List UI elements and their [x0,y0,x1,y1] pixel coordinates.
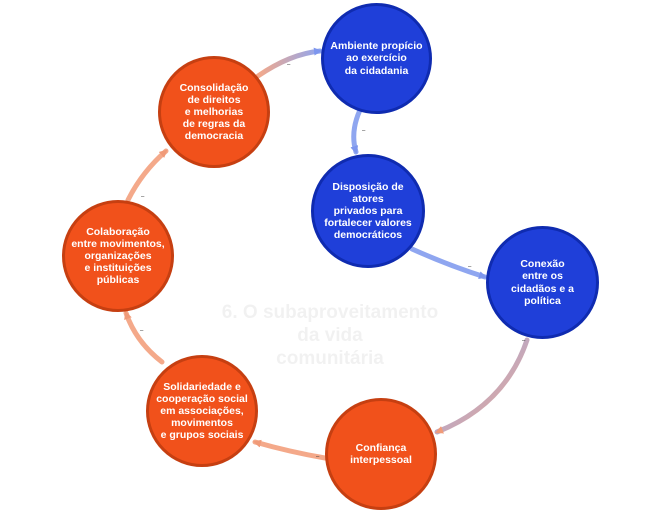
node-disposicao-label: Disposição de atores privados para forta… [324,180,412,242]
arrow-label: – [316,454,320,460]
arrow-conexao-to-confianca [434,337,530,435]
arrows-layer: – – – – – – – [123,47,530,461]
arrow-label: – [362,128,366,134]
arrow-label: – [141,194,145,200]
node-disposicao: Disposição de atores privados para forta… [311,154,425,268]
node-solidariedade: Solidariedade e cooperação social em ass… [146,355,258,467]
arrow-disposicao-to-conexao [409,246,488,280]
node-confianca: Confiança interpessoal [325,398,437,510]
node-confianca-label: Confiança interpessoal [350,441,412,466]
cycle-diagram: – – – – – – – 6. O subaproveitamento da vida c… [62,3,599,510]
arrow-label: – [287,62,291,68]
arrow-consolidacao-to-ambiente [255,47,323,79]
node-colaboracao-label: Colaboração entre movimentos, organizaçõ… [71,225,165,287]
watermark-text: 6. O subaproveitamento da vida comunitár… [221,302,439,369]
arrow-label: – [468,264,472,270]
node-consolidacao-label: Consolidação de direitos e melhorias de … [179,81,249,143]
arrow-solidariedade-to-colaboracao [123,310,165,365]
node-solidariedade-label: Solidariedade e cooperação social em ass… [156,380,248,442]
node-ambiente: Ambiente propício ao exercício da cidada… [321,3,432,114]
arrow-colaboracao-to-consolidacao [125,148,169,203]
node-consolidacao: Consolidação de direitos e melhorias de … [158,56,270,168]
arrow-label: – [522,338,526,344]
arrow-confianca-to-solidariedade [252,439,328,461]
node-ambiente-label: Ambiente propício ao exercício da cidada… [330,40,423,77]
arrow-ambiente-to-disposicao [350,107,363,155]
node-conexao-label: Conexão entre os cidadãos e a política [510,258,575,307]
arrow-label: – [140,328,144,334]
node-conexao: Conexão entre os cidadãos e a política [486,226,599,339]
node-colaboracao: Colaboração entre movimentos, organizaçõ… [62,200,174,312]
